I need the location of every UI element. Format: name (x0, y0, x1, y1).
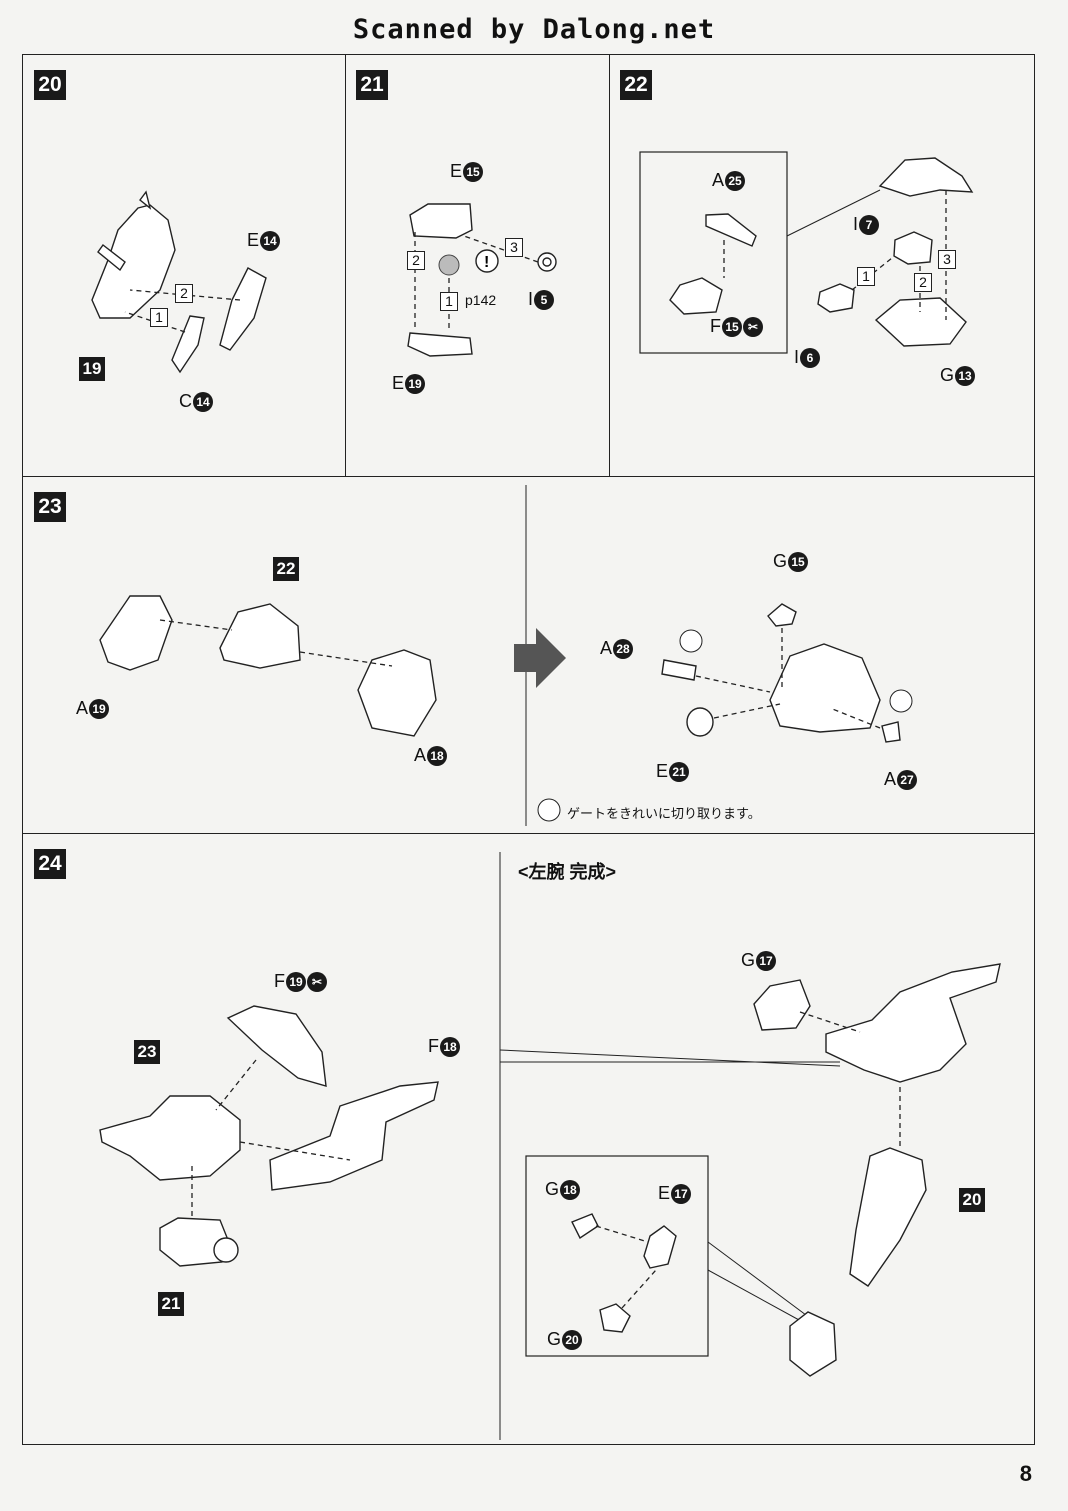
ref-tag-23: 23 (134, 1040, 160, 1064)
step23-part-e21 (686, 707, 714, 737)
step23-part-a27 (881, 721, 901, 743)
cut-gate-icon: ✂ (307, 972, 327, 993)
svg-text:!: ! (484, 254, 489, 271)
step20-arm-assembly (91, 190, 176, 319)
step24-part-g20 (599, 1303, 631, 1333)
gate-cut-note: ゲートをきれいに切り取ります。 (567, 806, 761, 821)
step24-part-g18 (571, 1213, 599, 1240)
step-number-21: 21 (356, 70, 388, 100)
step23-part-a19 (99, 595, 173, 671)
page-number: 8 (1019, 1461, 1032, 1486)
step24-hand-part (789, 1311, 837, 1377)
step23-part-a28 (661, 659, 697, 681)
step-number-23: 23 (34, 492, 66, 522)
step23-part-a18 (357, 649, 437, 737)
cut-gate-icon: ✂ (743, 317, 763, 338)
step24-part-e17 (643, 1225, 677, 1269)
step23-part-g15 (767, 603, 797, 627)
ref-tag-21: 21 (158, 1292, 184, 1316)
order-2: 2 (914, 273, 932, 292)
step22-part-f15 (669, 277, 723, 315)
page-ref-p142: p142 (465, 292, 497, 308)
left-arm-complete-title: <左腕 完成> (518, 862, 617, 882)
step21-part-e15 (409, 203, 473, 239)
step24-blade-f18 (269, 1081, 439, 1191)
step24-arm-20 (849, 1147, 927, 1287)
order-1: 1 (440, 292, 458, 311)
step-number-24: 24 (34, 849, 66, 879)
order-2: 2 (407, 251, 425, 270)
step21-part-i5 (537, 252, 557, 272)
step24-part-g17 (753, 979, 811, 1031)
step20-cover-e14 (219, 267, 267, 351)
ref-tag-19: 19 (79, 357, 105, 381)
step22-part-i6 (817, 283, 855, 313)
order-3: 3 (938, 250, 956, 269)
order-3: 3 (505, 238, 523, 257)
step23-assembled-core (769, 643, 881, 733)
step24-core-23 (99, 1095, 241, 1181)
order-1: 1 (150, 308, 168, 327)
step24-shell-f19 (226, 1005, 327, 1087)
step-number-22: 22 (620, 70, 652, 100)
ref-tag-20: 20 (959, 1188, 985, 1212)
step21-poly-cap (438, 254, 460, 276)
step23-core-22 (219, 603, 301, 669)
order-1: 1 (857, 267, 875, 286)
step22-part-a25 (705, 213, 757, 247)
step22-part-i7 (893, 231, 933, 265)
step-number-20: 20 (34, 70, 66, 100)
step22-base-g13 (874, 297, 967, 347)
left-arm-complete-figure (825, 963, 1001, 1083)
step22-shell-part (878, 157, 974, 197)
step21-part-e19 (407, 332, 473, 357)
order-2: 2 (175, 284, 193, 303)
scan-header: Scanned by Dalong.net (352, 14, 716, 45)
step20-part-c14 (171, 315, 205, 374)
step-24-panel (22, 833, 1035, 1445)
ref-tag-22: 22 (273, 557, 299, 581)
step24-part-21 (159, 1217, 239, 1267)
